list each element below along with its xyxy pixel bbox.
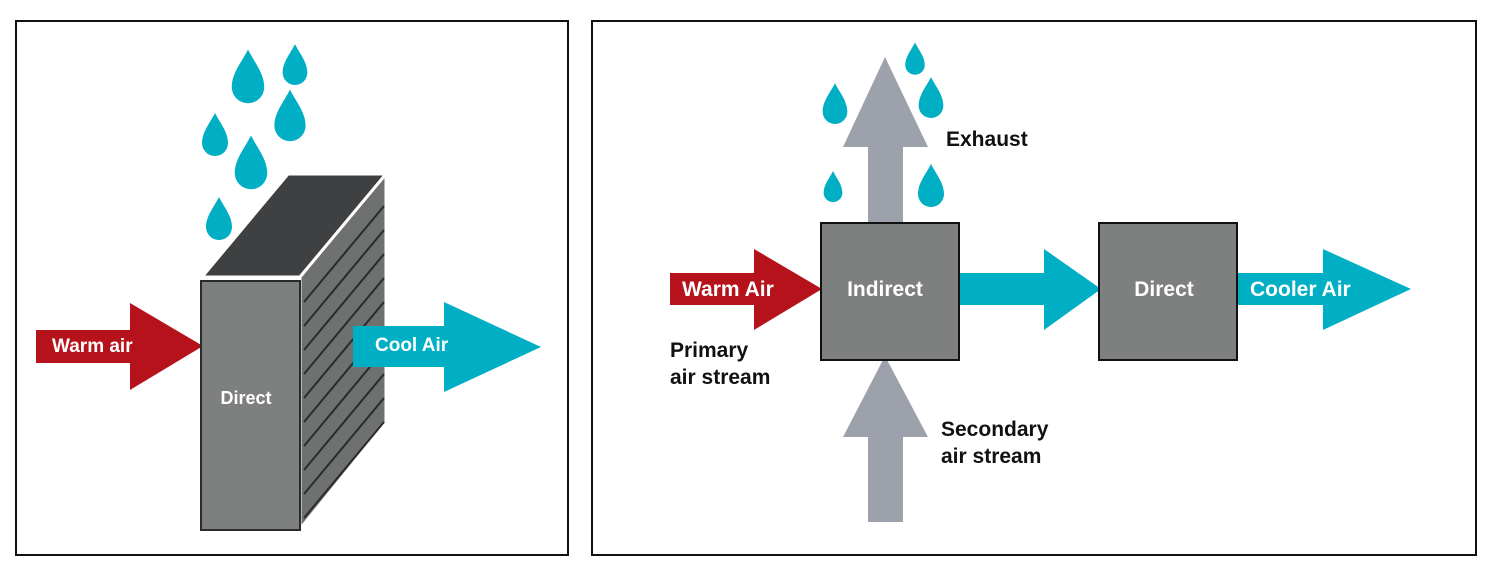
left-panel-frame [15,20,569,556]
indirect-box: Indirect [820,222,960,361]
right-panel-frame [591,20,1477,556]
water-drop-icon [231,49,265,104]
water-drop-icon [905,42,925,75]
indirect-direct-panel: Warm Air Cooler Air Indirect Direct Exha… [591,20,1477,556]
cooler-air-label: Cooler Air [1250,278,1351,301]
water-drop-icon [206,197,232,240]
water-drop-icon [918,77,944,118]
primary-air-stream-line1: Primary [670,339,749,362]
water-drop-icon [823,171,843,203]
indirect-label: Indirect [847,278,923,301]
pad-front [200,280,301,531]
primary-air-stream-line2: air stream [670,366,770,389]
evaporative-pad: Direct [198,169,390,534]
warm-air-arrow-right: Warm Air [670,249,822,330]
transfer-arrow [960,249,1101,330]
cooler-air-arrow: Cooler Air [1237,249,1411,330]
water-drop-icon [234,135,268,190]
secondary-air-stream-line2: air stream [941,445,1041,468]
secondary-air-arrow [843,356,928,522]
direct-box: Direct [1098,222,1238,361]
exhaust-arrow [843,57,928,230]
direct-cooling-panel: Warm air Direct Cool Air [15,20,569,556]
water-drop-icon [282,44,308,85]
secondary-air-stream-line1: Secondary [941,418,1049,441]
direct-label: Direct [1134,278,1194,301]
water-drop-icon [202,113,228,156]
warm-air-label-right: Warm Air [682,278,774,301]
exhaust-label: Exhaust [946,128,1028,151]
warm-air-label-left: Warm air [52,336,133,357]
water-drop-icon [274,89,306,142]
water-drop-icon [822,83,848,124]
cool-air-label-left: Cool Air [375,335,449,356]
warm-air-arrow-left: Warm air [36,303,203,390]
water-drop-icon [918,164,944,207]
cool-air-arrow-left: Cool Air [353,302,541,392]
direct-pad-label: Direct [220,388,271,408]
